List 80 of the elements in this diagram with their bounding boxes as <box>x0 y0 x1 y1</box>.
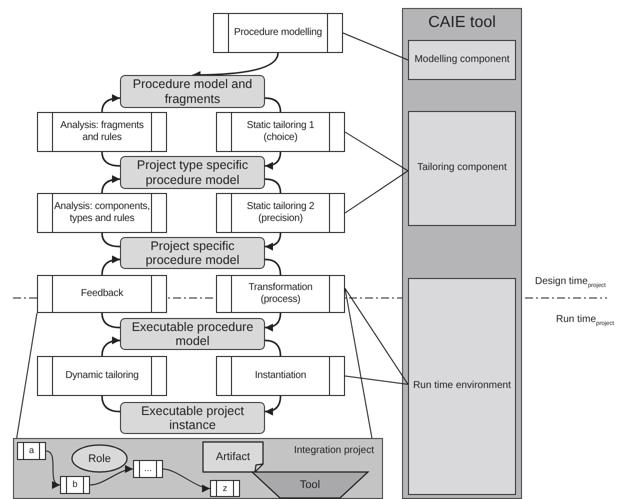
arrow <box>264 232 282 250</box>
panel-title: Integration project <box>294 445 374 456</box>
process-box <box>37 356 167 396</box>
connector-line <box>344 288 408 385</box>
arrow <box>264 152 282 170</box>
process-box <box>37 275 167 313</box>
box-label: Procedure modelling <box>234 26 322 40</box>
connector-line <box>16 312 38 438</box>
box-label: a <box>28 445 34 457</box>
arrow <box>101 94 120 112</box>
process-box <box>216 193 345 233</box>
connector-line <box>264 97 282 112</box>
process-box <box>216 356 345 396</box>
model-box <box>120 402 265 434</box>
arrow <box>101 256 120 276</box>
activity-box <box>210 480 240 497</box>
tool-trapezoid <box>252 472 368 498</box>
connector-line <box>344 170 408 214</box>
box-label: Project specific procedure model <box>144 238 240 268</box>
box-label: Static tailoring 1 (choice) <box>246 120 316 144</box>
connector-line <box>264 178 282 194</box>
box-label: Role <box>88 452 111 464</box>
connector-line <box>344 376 408 385</box>
box-label: ... <box>144 463 152 475</box>
connector-line <box>344 132 408 172</box>
role-ellipse <box>72 445 127 472</box>
model-box <box>120 156 265 189</box>
box-label: z <box>222 482 228 494</box>
box-label: Transformation (process) <box>247 282 314 306</box>
connector-line <box>101 312 120 328</box>
arrow <box>264 312 282 332</box>
connector-line <box>264 340 282 356</box>
component-box <box>408 278 516 495</box>
box-label: Analysis: components, types and rules <box>53 200 151 226</box>
arrow <box>90 466 134 486</box>
connector-line <box>101 152 120 167</box>
box-label: Tool <box>300 479 320 491</box>
connector-line <box>101 232 120 248</box>
box-label: Analysis: fragments and rules <box>59 120 145 144</box>
box-label: Run time environment <box>413 380 511 393</box>
arrow <box>264 396 282 416</box>
arrow <box>101 336 120 356</box>
box-label: Dynamic tailoring <box>65 370 139 382</box>
connector-line <box>264 258 282 276</box>
arrow <box>162 468 210 492</box>
connector-line <box>101 396 120 412</box>
phase-label: Run time$_{project}$ <box>556 314 614 327</box>
model-box <box>120 75 265 108</box>
process-box <box>216 112 345 152</box>
process-box <box>213 13 343 53</box>
box-label: Procedure model and fragments <box>132 77 254 106</box>
box-label: Tailoring component <box>417 162 507 175</box>
box-label: Instantiation <box>254 370 306 382</box>
panel-title: CAIE tool <box>428 14 496 32</box>
box-label: Executable procedure model <box>130 320 254 348</box>
box-label: Executable project instance <box>140 404 245 432</box>
box-label: Feedback <box>80 288 124 300</box>
project-panel <box>13 438 383 499</box>
component-box <box>408 111 516 226</box>
process-box <box>37 193 167 233</box>
arrow <box>46 450 60 488</box>
arrow <box>101 175 120 194</box>
process-box <box>37 112 167 152</box>
activity-box <box>17 442 46 460</box>
activity-box <box>133 460 163 478</box>
box-label: Project type specific procedure model <box>136 158 250 187</box>
box-label: Modelling component <box>414 54 510 66</box>
activity-box <box>60 476 90 494</box>
process-box <box>216 275 345 313</box>
tool-panel <box>402 8 522 499</box>
phase-label: Design time$_{project}$ <box>535 276 606 289</box>
artifact-note <box>203 442 263 472</box>
box-label: Static tailoring 2 (precision) <box>246 200 316 226</box>
component-box <box>408 40 516 80</box>
box-label: b <box>72 479 78 491</box>
model-box <box>120 237 265 269</box>
model-box <box>120 318 265 350</box>
box-label: Artifact <box>216 451 250 463</box>
connector-line <box>342 32 408 60</box>
connector-line <box>344 288 372 438</box>
